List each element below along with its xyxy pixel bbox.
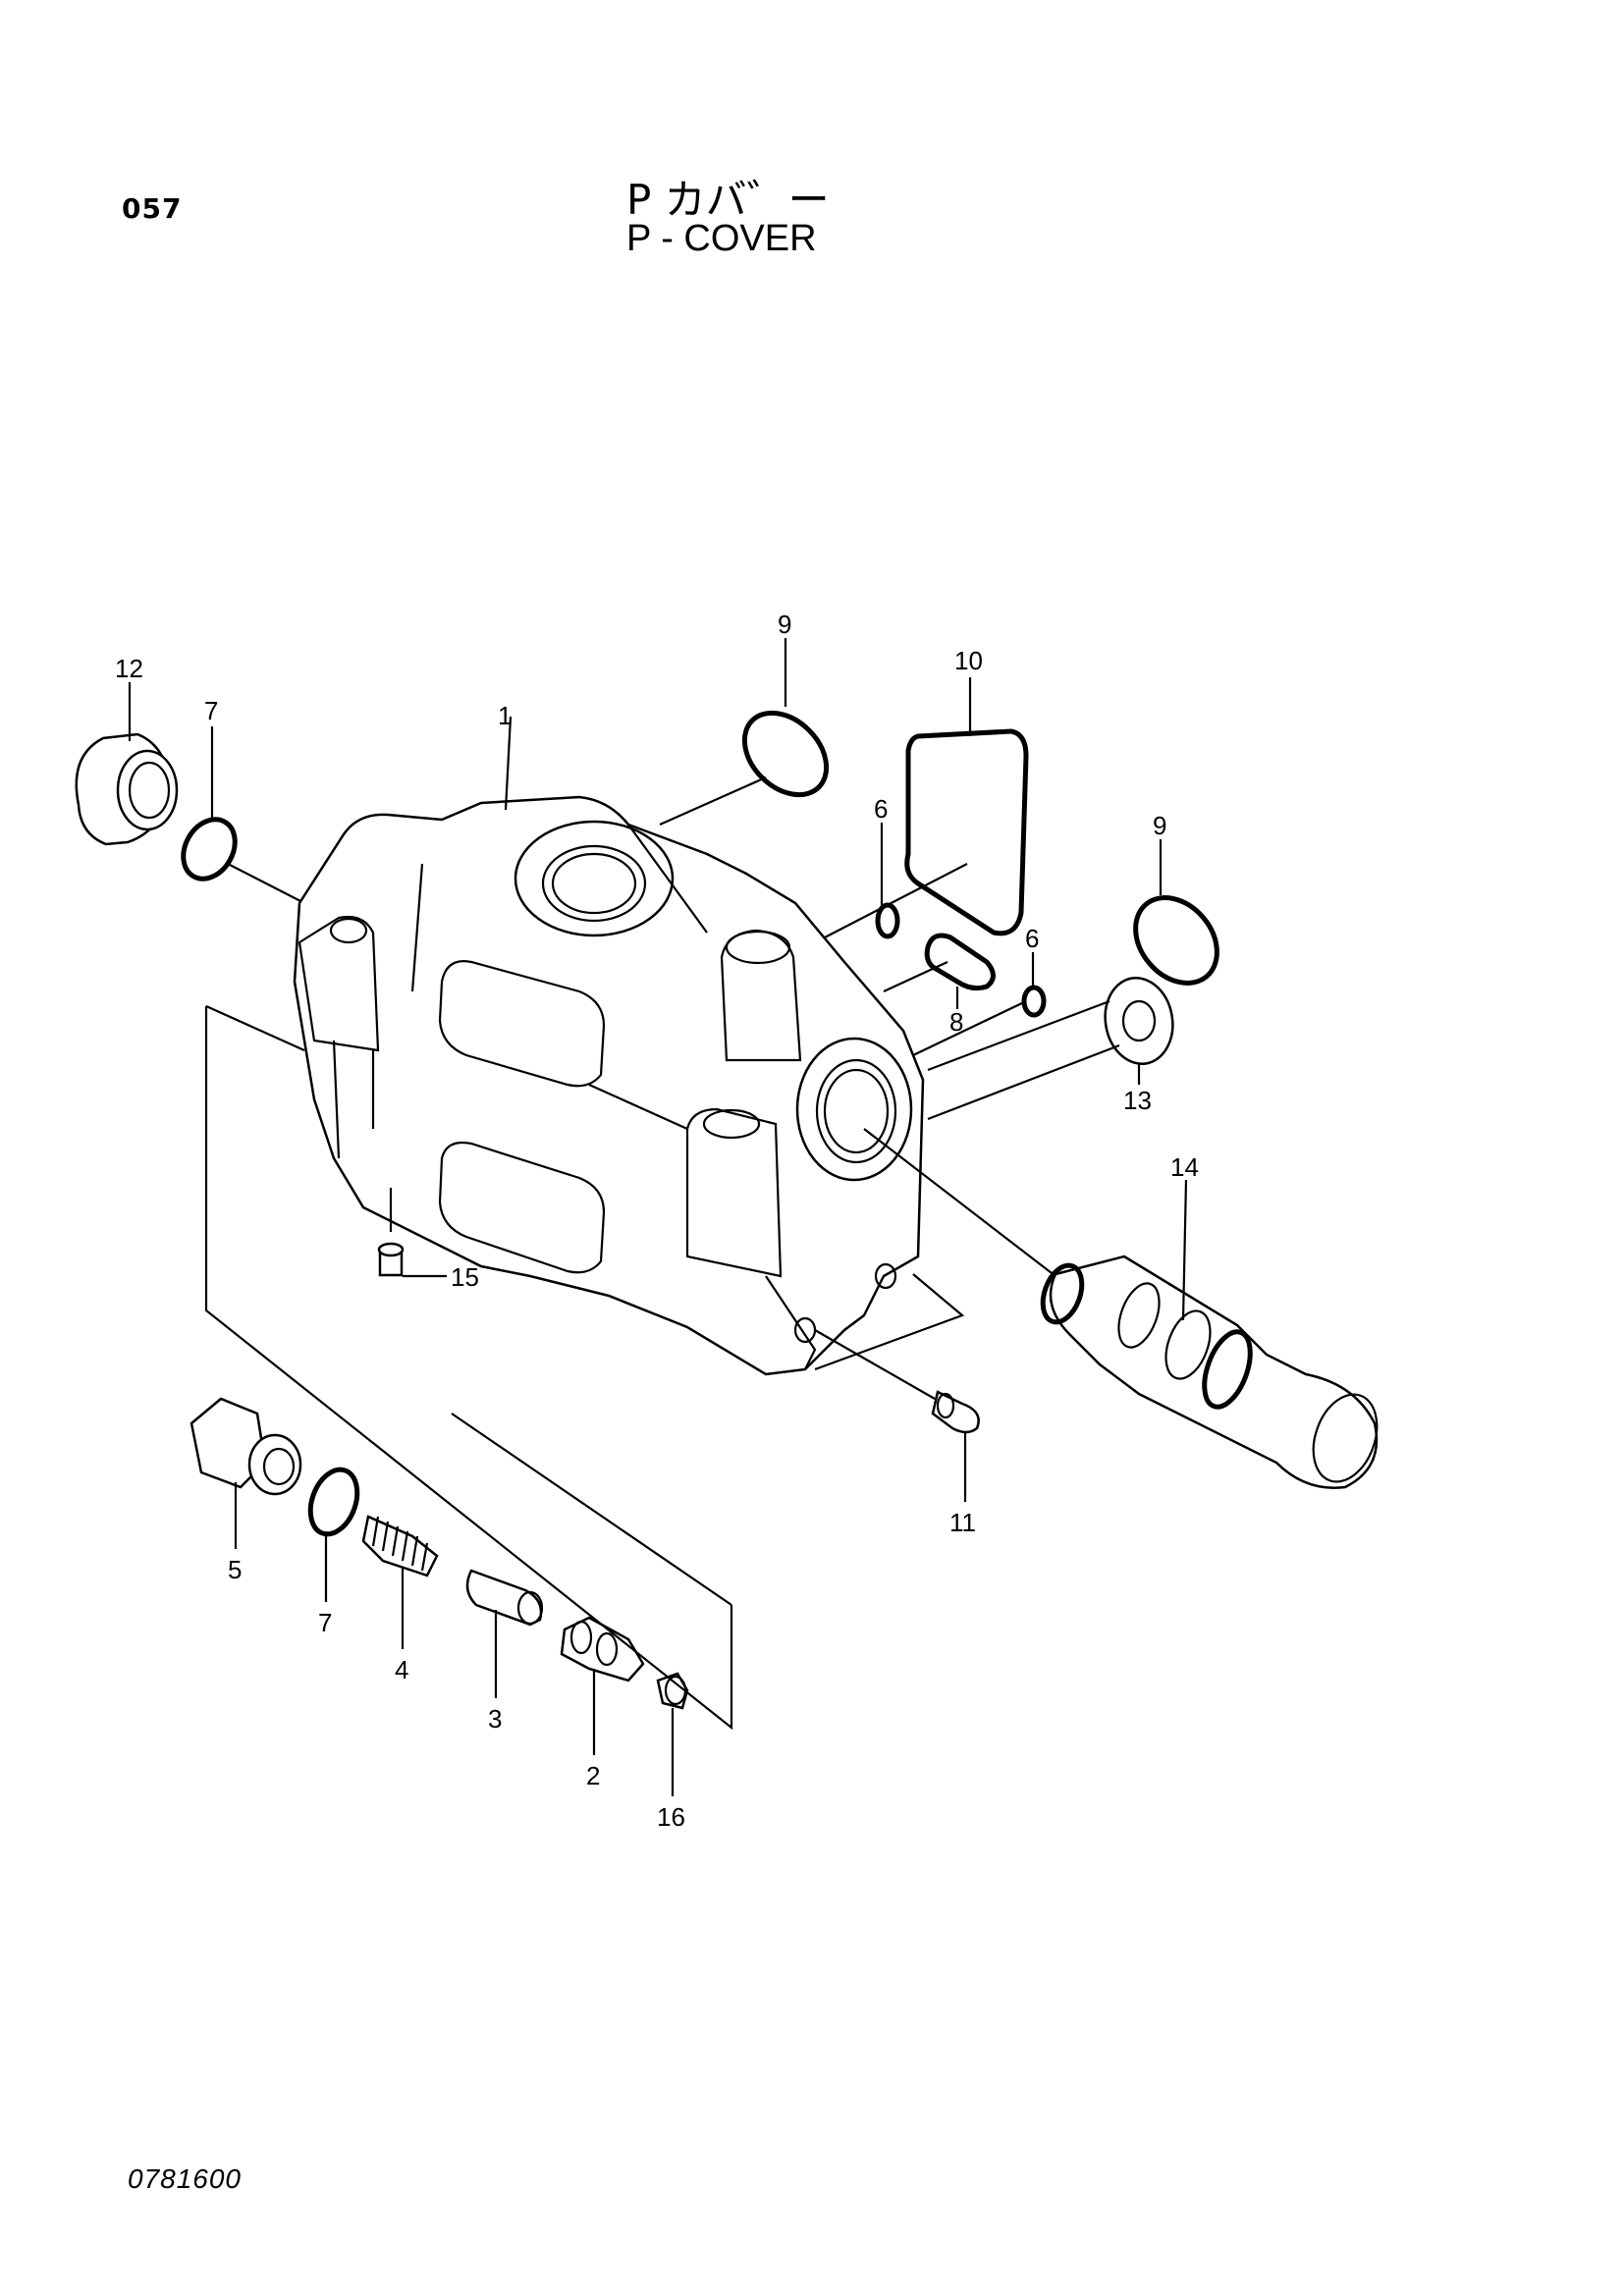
part-11-pin[interactable] xyxy=(931,1390,980,1434)
part-10-gasket[interactable] xyxy=(904,728,1029,936)
callout-6-left: 6 xyxy=(874,794,888,824)
callout-13: 13 xyxy=(1123,1086,1152,1115)
part-6-small-ring-a[interactable] xyxy=(875,902,900,939)
callout-4: 4 xyxy=(395,1655,408,1684)
callout-7-top: 7 xyxy=(204,696,218,725)
callout-12: 12 xyxy=(115,654,143,683)
callout-11: 11 xyxy=(949,1508,976,1537)
part-5-hex-plug[interactable] xyxy=(189,1397,302,1496)
callout-2: 2 xyxy=(586,1761,600,1790)
callout-14: 14 xyxy=(1170,1152,1199,1182)
callout-6-right: 6 xyxy=(1025,924,1039,953)
callout-16: 16 xyxy=(657,1802,685,1832)
callout-8: 8 xyxy=(949,1007,963,1037)
part-1-valve-body[interactable] xyxy=(293,795,925,1376)
callout-7-bottom: 7 xyxy=(318,1608,332,1637)
part-3-poppet[interactable] xyxy=(465,1569,544,1627)
drawing-number: 0781600 xyxy=(128,2163,243,2194)
part-16-small-plug[interactable] xyxy=(656,1672,689,1710)
page-number: 057 xyxy=(122,192,183,225)
part-13-washer[interactable] xyxy=(1099,973,1179,1069)
part-12-plug[interactable] xyxy=(75,732,179,846)
callout-15: 15 xyxy=(451,1262,479,1292)
part-15-screw[interactable] xyxy=(377,1242,405,1277)
title-japanese: P カバ゛ー xyxy=(626,176,830,224)
callout-5: 5 xyxy=(228,1555,242,1584)
part-7-oring-bottom[interactable] xyxy=(302,1464,366,1541)
part-14-relief-valve[interactable] xyxy=(1036,1255,1388,1490)
part-7-oring-top[interactable] xyxy=(173,810,245,887)
callout-10: 10 xyxy=(954,646,983,675)
callout-3: 3 xyxy=(488,1704,502,1734)
part-9-oring-top[interactable] xyxy=(729,697,842,811)
part-2-valve[interactable] xyxy=(560,1616,645,1682)
callout-1: 1 xyxy=(498,701,512,730)
part-4-spring[interactable] xyxy=(361,1515,439,1577)
part-6-small-ring-b[interactable] xyxy=(1021,985,1047,1018)
callout-9-right: 9 xyxy=(1153,811,1166,840)
part-8-oval-seal[interactable] xyxy=(924,933,996,991)
callout-9-top: 9 xyxy=(778,610,791,639)
title-english: P - COVER xyxy=(626,218,817,259)
part-9-oring-right[interactable] xyxy=(1119,881,1234,999)
